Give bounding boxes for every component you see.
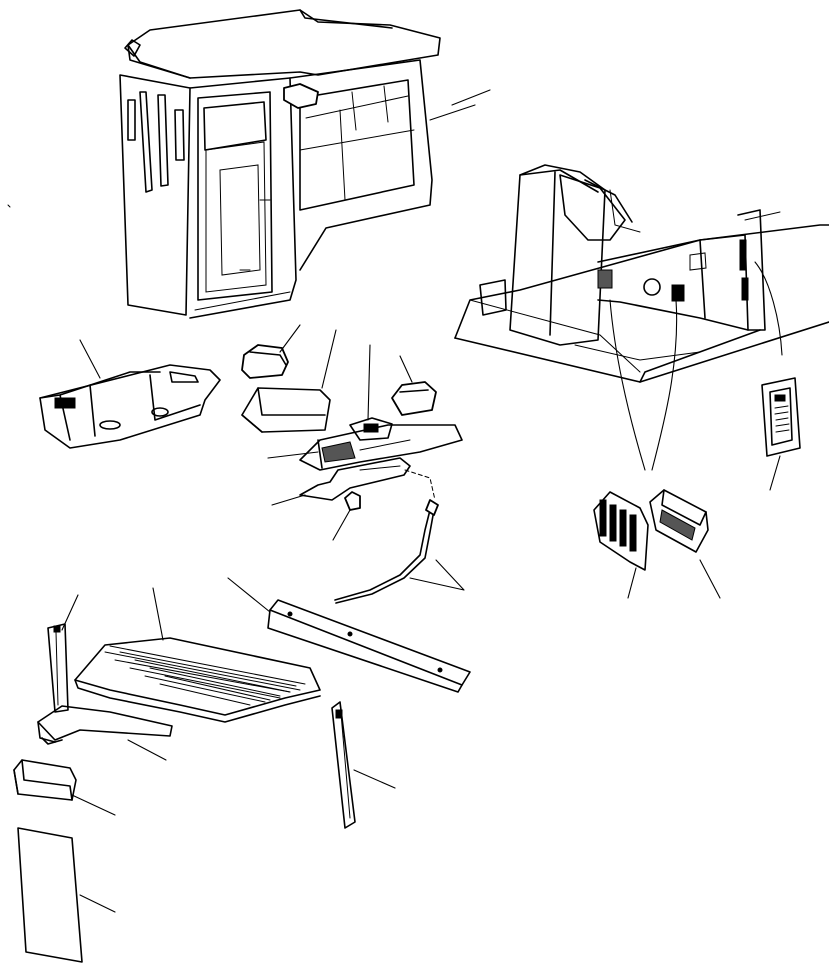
switch-bracket [299,424,463,471]
mount-bracket [299,457,411,501]
box-icon [13,759,77,801]
chassis-console-icon [454,164,829,383]
cable-icon [334,469,439,604]
stray-mark [7,204,11,208]
angle-bar-icon [267,599,471,693]
console-switch-icon [597,269,613,289]
operator-cab-icon [119,9,441,319]
dashboard-panel-icon [39,364,221,449]
left-cover [241,344,289,379]
strip-icon [331,701,356,829]
panel-icon [17,827,83,963]
right-cover [391,381,437,416]
switch-box-icon [649,489,709,553]
switch-panel-icon [761,377,801,457]
leader-lines [61,89,783,913]
fuse-holder-icon [593,491,649,571]
seat-bracket-base [37,705,173,745]
post-icon [47,623,69,713]
center-tray [241,387,331,433]
floor-mat-icon [74,637,321,723]
grommet-icon [344,491,361,511]
